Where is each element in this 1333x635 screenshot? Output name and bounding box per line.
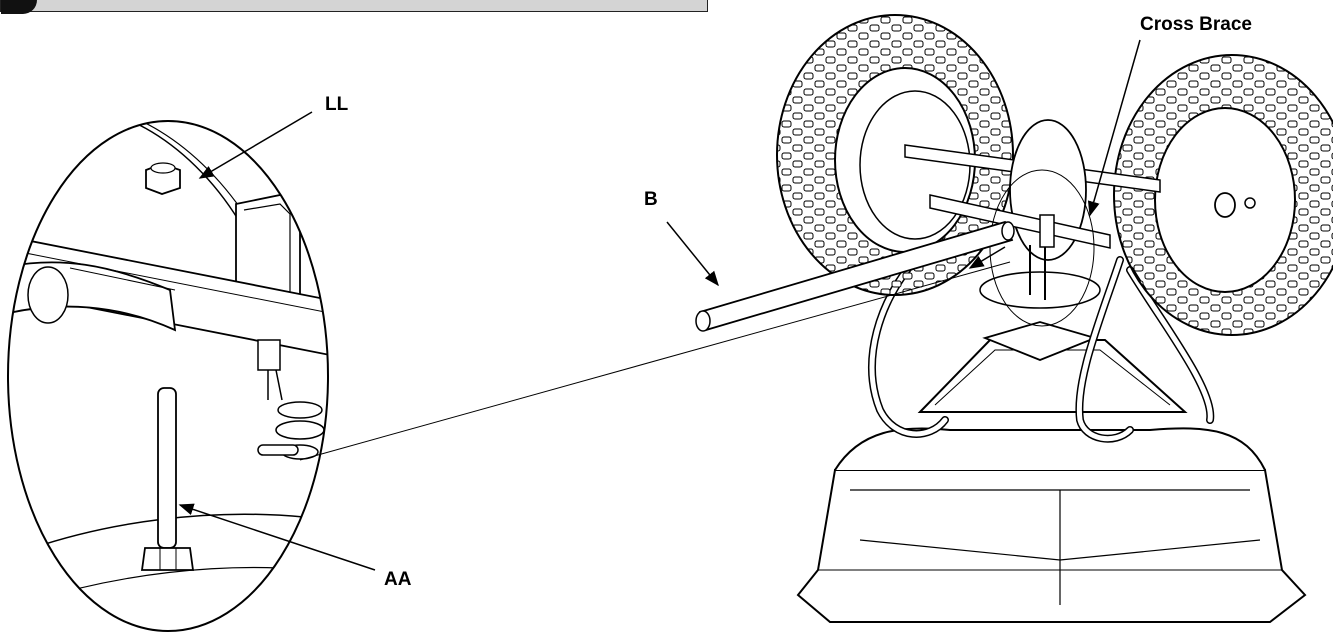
arrow-cross-brace	[1087, 39, 1141, 217]
spreader-assembly	[695, 14, 1333, 623]
callout-b-right	[968, 246, 1006, 269]
label-ll: LL	[325, 94, 349, 115]
detail-leader-line	[299, 261, 1011, 461]
arrow-aa	[178, 503, 376, 571]
label-b: B	[644, 189, 658, 210]
arrow-ll	[198, 111, 313, 179]
note-icon	[1, 0, 37, 14]
label-cross-brace: Cross Brace	[1140, 14, 1252, 35]
detail-view	[7, 120, 329, 632]
arrow-tube-end	[968, 246, 1006, 269]
callout-cross-brace: Cross Brace	[1087, 14, 1252, 217]
note-banner	[0, 0, 708, 14]
label-aa: AA	[384, 569, 412, 590]
callout-ll: LL	[198, 94, 349, 179]
arrow-b	[666, 221, 719, 287]
callout-b: B	[644, 189, 719, 287]
callout-aa: AA	[178, 503, 412, 590]
